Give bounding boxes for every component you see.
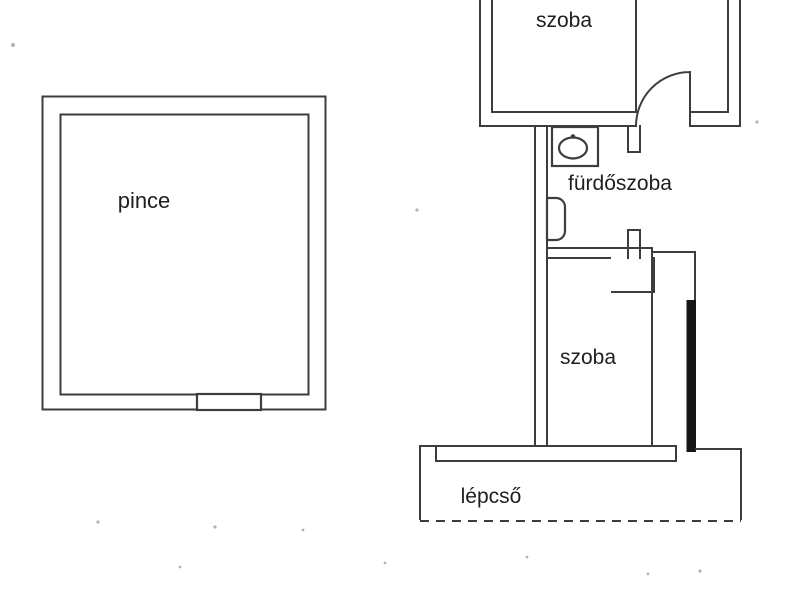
pince-outer-wall — [41, 95, 327, 411]
scan-speck — [525, 555, 529, 559]
door-swing-icon — [634, 70, 692, 128]
pince-inner-wall — [59, 113, 310, 396]
pince-room: pince — [41, 95, 327, 412]
scan-speck — [11, 43, 15, 47]
scan-speck — [646, 572, 650, 576]
bathroom-label: fürdőszoba — [568, 172, 672, 195]
pince-label: pince — [118, 188, 171, 213]
bathroom-right-wall — [627, 125, 641, 259]
top-room-label: szoba — [536, 9, 592, 32]
scan-speck — [213, 525, 217, 529]
bathroom-bottom-wall — [546, 247, 653, 259]
bottom-room-door-leaf — [611, 257, 655, 293]
bathroom: fürdőszoba — [545, 125, 672, 259]
top-room-right-walls — [689, 0, 741, 127]
scan-speck — [383, 561, 387, 565]
scan-speck — [698, 569, 702, 573]
scan-speck — [301, 528, 305, 532]
scan-speck — [755, 120, 759, 124]
scan-speck — [178, 565, 182, 569]
bottom-room: szoba — [560, 247, 696, 452]
left-wall-lines — [534, 125, 548, 447]
solid-filled-wall — [686, 300, 696, 452]
bottom-room-right-wall — [651, 247, 696, 447]
toilet-icon — [545, 196, 567, 242]
scan-speck — [415, 208, 419, 212]
sink-faucet-dot — [570, 134, 576, 139]
staircase-label: lépcső — [461, 485, 522, 508]
staircase-walls — [419, 445, 742, 520]
scan-speck — [96, 520, 100, 524]
right-wing-left-wall — [534, 125, 548, 447]
pince-entrance-step — [195, 392, 263, 412]
sink-bowl — [557, 136, 589, 160]
scan-noise — [11, 43, 759, 576]
top-room-left-bottom-walls — [479, 0, 637, 127]
top-room: szoba — [479, 0, 741, 128]
sink-icon — [550, 125, 600, 168]
bottom-room-label: szoba — [560, 346, 616, 369]
staircase: lépcső — [419, 445, 742, 522]
